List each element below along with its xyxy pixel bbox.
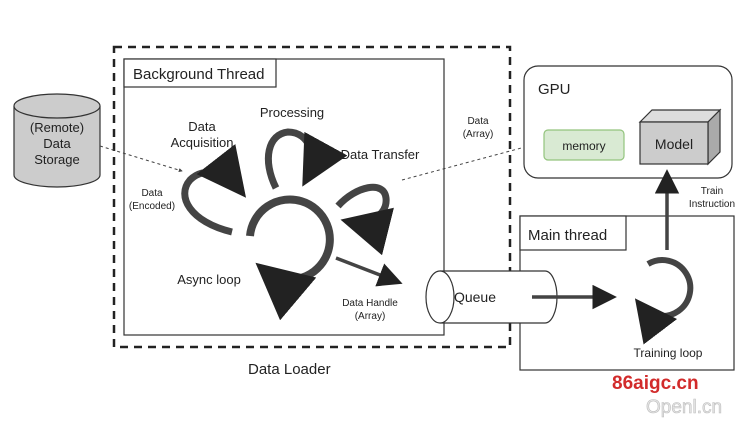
training-loop-arrow [634,257,694,345]
data-loader-caption: Data Loader [248,361,331,378]
label-data-handle-2: (Array) [355,311,386,322]
storage-to-acquisition-arrow [99,145,183,172]
label-data-acquisition-2: Acquisition [171,135,234,150]
model-label: Model [655,136,693,152]
gpu-title: GPU [538,81,571,98]
storage-label-3: Storage [34,152,80,167]
label-data-encoded-1: Data [141,188,163,199]
async-loop-arrow [246,195,334,321]
label-processing: Processing [260,105,324,120]
queue-label: Queue [454,289,496,305]
watermark-line-1: 86aigc.cn [612,373,699,394]
label-data-encoded-2: (Encoded) [129,201,175,212]
label-train-instruction-2: Instruction [689,199,735,210]
gpu-memory [543,129,625,161]
storage-label-2: Data [43,136,71,151]
label-data-transfer: Data Transfer [341,147,420,162]
main-thread-title: Main thread [528,227,607,244]
watermark-line-2: Openl.cn [646,397,722,418]
transfer-to-gpu-arrow [401,141,541,181]
remote-data-storage: (Remote) Data Storage [13,93,101,188]
background-thread-title-box [123,58,277,88]
processing-loop-arrow [264,128,348,190]
queue: Queue [425,270,558,324]
label-data-acquisition-1: Data [188,119,216,134]
label-async-loop: Async loop [177,272,241,287]
label-data-handle-1: Data Handle [342,298,398,309]
storage-label-1: (Remote) [30,120,84,135]
background-thread-box [123,58,445,336]
gpu-memory-label: memory [562,139,605,153]
main-thread-title-box [519,215,627,251]
data-loader-boundary [112,45,512,349]
background-thread-title: Background Thread [133,66,264,83]
label-training-loop: Training loop [634,346,703,360]
model-block: Model [638,108,722,166]
label-data-array-1: Data [467,116,489,127]
label-train-instruction-1: Train [701,186,723,197]
data-handle-arrow [335,256,403,287]
acquisition-loop-arrow [181,144,247,236]
transfer-loop-arrow [335,183,394,256]
label-data-array-2: (Array) [463,129,494,140]
